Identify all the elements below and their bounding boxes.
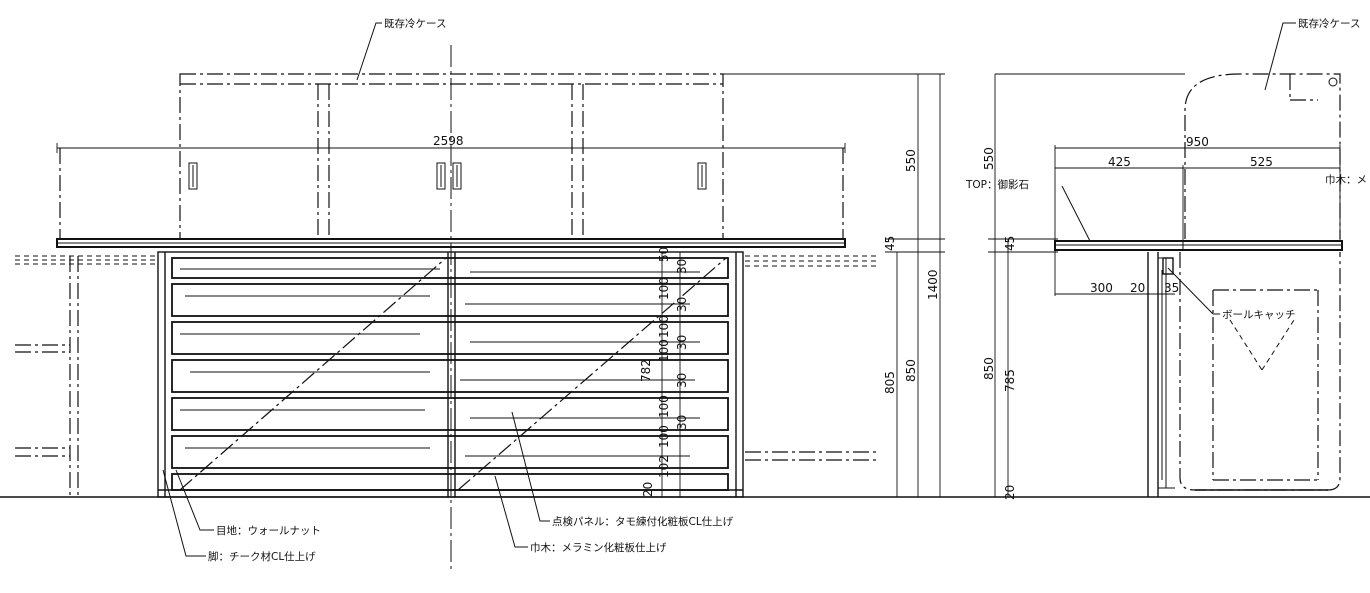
side-dim-35: 35 [1164, 281, 1179, 295]
board-dim-100d: 100 [657, 395, 671, 418]
side-dim-bottom-20: 20 [1003, 485, 1017, 500]
callout-joint: 目地：ウォールナット [216, 524, 321, 537]
board-dim-30e: 30 [675, 259, 689, 274]
side-dim-550: 550 [982, 147, 996, 170]
height-dimensions-front: 550 45 1400 850 805 [723, 73, 945, 497]
board-dim-30b: 30 [675, 335, 689, 350]
existing-case-front [59, 73, 844, 240]
board-dim-100c: 100 [657, 339, 671, 362]
callout-panel: 点検パネル：タモ練付化粧板CL仕上げ [552, 515, 734, 528]
board-dim-50a: 50 [657, 247, 671, 262]
ball-catch-callout: ボールキャッチ [1167, 267, 1296, 321]
board-dim-100e: 100 [657, 425, 671, 448]
callout-leg: 脚：チーク材CL仕上げ [208, 550, 316, 563]
board-dim-30a: 30 [675, 297, 689, 312]
front-dim-850: 850 [904, 359, 918, 382]
front-dim-550: 550 [904, 149, 918, 172]
depth-dimensions-side: 950 425 525 [1054, 135, 1341, 240]
side-dim-525: 525 [1250, 155, 1273, 169]
countertop-front [56, 238, 846, 248]
side-dim-850: 850 [982, 357, 996, 380]
side-case-label-text: 既存冷ケース [1298, 17, 1360, 30]
board-dim-102: 102 [657, 455, 671, 478]
case-label-front: 既存冷ケース [356, 17, 446, 81]
side-dim-785: 785 [1003, 369, 1017, 392]
front-elevation: 既存冷ケース 2598 [0, 17, 1370, 570]
under-top-dimensions: 300 20 35 [1054, 250, 1179, 296]
front-dim-45: 45 [883, 236, 897, 251]
counter-body-front [157, 251, 744, 498]
front-callouts: 目地：ウォールナット 脚：チーク材CL仕上げ 点検パネル：タモ練付化粧板CL仕上… [162, 411, 734, 563]
ball-catch-label: ボールキャッチ [1222, 309, 1296, 321]
existing-case-side [1184, 73, 1341, 239]
top-material-label: TOP：御影石 [965, 178, 1029, 191]
countertop-side [1054, 240, 1343, 251]
side-dim-425: 425 [1108, 155, 1131, 169]
height-dimensions-side: 550 45 850 785 20 [982, 73, 1185, 500]
side-dim-300: 300 [1090, 281, 1113, 295]
top-label-callout: TOP：御影石 巾木：メ [965, 173, 1367, 242]
callout-baseboard: 巾木：メラミン化粧板仕上げ [530, 541, 667, 554]
counter-body-side [1147, 252, 1341, 497]
side-elevation: 既存冷ケース 550 45 850 785 20 950 425 525 [965, 17, 1367, 500]
board-dim-30d: 30 [675, 415, 689, 430]
board-dim-30c: 30 [675, 373, 689, 388]
width-dimension: 2598 [56, 134, 846, 153]
board-dim-782: 782 [639, 359, 653, 382]
case-label-text: 既存冷ケース [384, 17, 446, 30]
slat-panels [171, 257, 729, 491]
board-dim-100a: 100 [657, 277, 671, 300]
board-dim-100b: 100 [657, 315, 671, 338]
front-dim-805: 805 [883, 371, 897, 394]
background-shelving-left [15, 255, 155, 497]
side-dim-45: 45 [1003, 236, 1017, 251]
background-shelving-right [745, 255, 880, 461]
side-dim-20: 20 [1130, 281, 1145, 295]
side-baseboard-label: 巾木：メ [1325, 173, 1367, 186]
front-dim-1400: 1400 [926, 269, 940, 300]
case-label-side: 既存冷ケース [1264, 17, 1360, 91]
width-dim-label: 2598 [433, 134, 464, 148]
board-dimensions: 50 100 30 100 30 100 30 100 30 100 30 10… [639, 247, 689, 497]
side-dim-950: 950 [1186, 135, 1209, 149]
board-dim-20: 20 [641, 482, 655, 497]
